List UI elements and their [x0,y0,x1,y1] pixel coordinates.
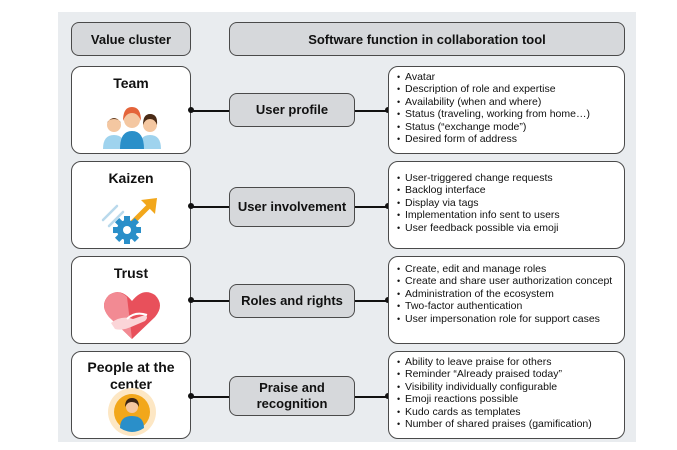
function-box-praise-and-recognition: Praise and recognition [229,376,355,416]
list-item: Avatar [397,71,618,84]
function-box-user-profile: User profile [229,93,355,127]
function-list-praise-and-recognition: Ability to leave praise for others Remin… [388,351,625,439]
team-people-icon [103,107,161,149]
list-item: Emoji reactions possible [397,393,618,406]
list-item: Reminder “Already praised today” [397,368,618,381]
connector-line [355,300,388,302]
connector-line [191,300,229,302]
list-item: Ability to leave praise for others [397,356,618,369]
connector-line [355,206,388,208]
list-item: Status (traveling, working from home…) [397,108,618,121]
list-item: Desired form of address [397,133,618,146]
connector-line [355,110,388,112]
connector-dot [188,297,194,303]
list-item: User feedback possible via emoji [397,222,618,235]
list-item: Implementation info sent to users [397,209,618,222]
connector-dot [188,107,194,113]
list-item: Two-factor authentication [397,300,618,313]
value-box-team: Team [71,66,191,154]
function-box-roles-and-rights: Roles and rights [229,284,355,318]
list-item: Create and share user authorization conc… [397,275,618,288]
list-item: Kudo cards as templates [397,406,618,419]
function-list-roles-and-rights: Create, edit and manage roles Create and… [388,256,625,344]
value-box-trust: Trust [71,256,191,344]
gear-arrow-icon [101,198,157,244]
connector-dot [188,393,194,399]
connector-dot [188,203,194,209]
list-item: Display via tags [397,197,618,210]
connector-line [355,396,388,398]
connector-line [191,396,229,398]
value-title: Trust [113,265,149,281]
header-software-function: Software function in collaboration tool [229,22,625,56]
list-item: User impersonation role for support case… [397,313,618,326]
value-title: Team [113,75,149,91]
list-item: Backlog interface [397,184,618,197]
list-item: Number of shared praises (gamification) [397,418,618,431]
function-list-user-profile: Avatar Description of role and expertise… [388,66,625,154]
value-box-people-at-the-center: People at the center [71,351,191,439]
value-title: People at the center [87,359,175,392]
function-box-user-involvement: User involvement [229,187,355,227]
function-list-user-involvement: User-triggered change requests Backlog i… [388,161,625,249]
person-center-icon [108,388,156,436]
heart-handshake-icon [104,292,160,339]
list-item: Status (“exchange mode”) [397,121,618,134]
list-item: User-triggered change requests [397,172,618,185]
value-box-kaizen: Kaizen [71,161,191,249]
list-item: Visibility individually configurable [397,381,618,394]
list-item: Description of role and expertise [397,83,618,96]
connector-line [191,110,229,112]
list-item: Administration of the ecosystem [397,288,618,301]
list-item: Create, edit and manage roles [397,263,618,276]
value-title: Kaizen [108,170,154,186]
list-item: Availability (when and where) [397,96,618,109]
header-value-cluster: Value cluster [71,22,191,56]
connector-line [191,206,229,208]
